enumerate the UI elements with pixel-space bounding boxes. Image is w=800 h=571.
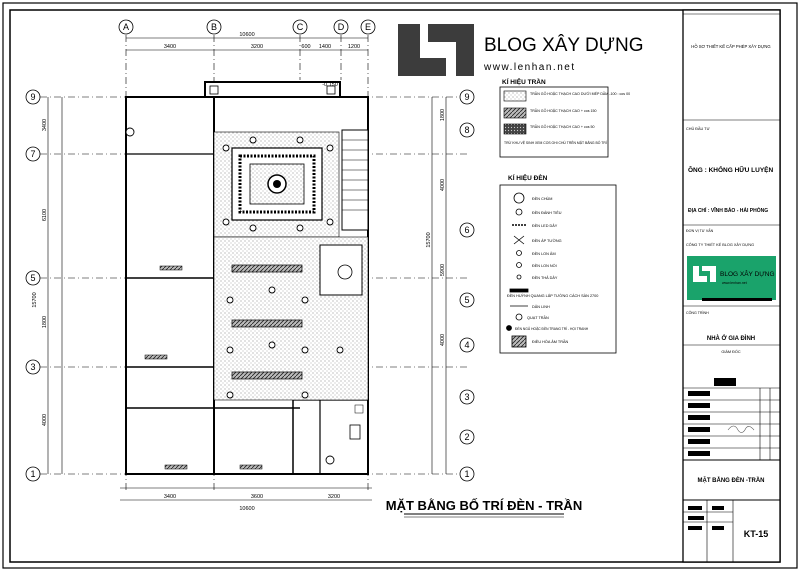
logo-mark-icon [693, 266, 716, 282]
project-label: CÔNG TRÌNH [686, 310, 709, 315]
grid-label-row: 1 [464, 469, 469, 479]
light-legend-item: ĐÈN CHÙM [532, 196, 552, 201]
recessed-light-icon [516, 250, 522, 256]
consultant-logo: BLOG XÂY DỰNG www.lenhan.net [687, 256, 776, 300]
dimension-total-bottom: 10600 [239, 506, 254, 512]
light-legend-item: ĐÈN ÁP TƯỜNG [532, 238, 562, 243]
pendant-light-icon [516, 274, 522, 280]
dimension-top: 600 [301, 44, 310, 50]
dimension-bottom: 3600 [251, 494, 263, 500]
light-legend-title: KÍ HIỆU ĐÈN [508, 173, 548, 182]
grid-label-row: 8 [464, 125, 469, 135]
ceiling-legend-item: TRẦN GỖ HOẶC THẠCH CAO DƯỚI MÉP DẦM -100… [530, 91, 630, 96]
spotlight-icon [515, 208, 523, 216]
owner-address: ĐỊA CHỈ : VĨNH BẢO - HẢI PHÒNG [688, 206, 768, 214]
dimension-top: 3200 [251, 44, 263, 50]
surface-light-icon [516, 262, 522, 268]
air-conditioner-icon [511, 335, 527, 348]
dimension-total-left: 15700 [32, 292, 38, 307]
consultant-logo-url: www.lenhan.net [722, 281, 747, 285]
grid-label-col: E [365, 22, 371, 32]
dimension-right: 1800 [440, 109, 446, 121]
grid-label-row: 2 [464, 432, 469, 442]
dimension-bottom: 3400 [164, 494, 176, 500]
dimension-total-right: 15700 [426, 232, 432, 247]
grid-label-col: C [297, 22, 304, 32]
grid-label-row: 6 [464, 225, 469, 235]
light-legend-item: DÂN LINH [532, 304, 550, 309]
ceiling-legend: KÍ HIỆU TRẦN TRẦN GỖ HOẶC THẠCH CAO DƯỚI… [499, 76, 630, 158]
light-legend-item: QUẠT TRẦN [527, 316, 549, 320]
ceiling-legend-note: TRỪ KHU VỆ SINH XEM COS GHI CHÚ TRÊN MẶT… [504, 140, 607, 145]
drawing-title: MẶT BẰNG ĐÈN -TRẦN [698, 476, 765, 484]
dimension-right: 4000 [440, 334, 446, 346]
grid-label-col: D [338, 22, 345, 32]
grid-label-col: B [211, 22, 217, 32]
dimension-left: 1800 [42, 316, 48, 328]
title-block: HỒ SƠ THIẾT KẾ CẤP PHÉP XÂY DỰNG CHỦ ĐẦU… [682, 9, 781, 563]
grid-label-row: 9 [30, 92, 35, 102]
owner-name: ÔNG : KHỔNG HỮU LUYỆN [688, 165, 774, 174]
dimension-left: 3400 [42, 119, 48, 131]
grid-label-col: A [123, 22, 129, 32]
grid-label-row: 4 [464, 340, 469, 350]
chandelier-icon [513, 192, 525, 204]
grid-label-row: 5 [30, 273, 35, 283]
title-block-header: HỒ SƠ THIẾT KẾ CẤP PHÉP XÂY DỰNG [691, 44, 770, 49]
ceiling-fan-icon [515, 313, 523, 321]
ceiling-legend-title: KÍ HIỆU TRẦN [502, 76, 546, 86]
grid-label-row: 3 [464, 392, 469, 402]
consultant-logo-title: BLOG XÂY DỰNG [720, 269, 775, 278]
light-legend-item: ĐIỀU HÒA ÂM TRẦN [532, 339, 568, 344]
dimension-total-top: 10600 [239, 32, 254, 38]
dimension-top: 3400 [164, 44, 176, 50]
grid-label-row: 3 [30, 362, 35, 372]
light-legend-item: ĐÈN LED DÂY [532, 223, 558, 228]
consultant-label: ĐƠN VỊ TƯ VẤN [686, 229, 714, 233]
director-label: GIÁM ĐỐC [721, 349, 740, 354]
light-legend-item: ĐÈN LON NỔI [532, 263, 557, 268]
fluorescent-light-icon [509, 288, 529, 293]
floor-plan: A B C D E 9 7 5 3 1 9 8 [25, 19, 582, 518]
owner-label: CHỦ ĐẦU TƯ [686, 126, 711, 131]
grid-label-row: 5 [464, 295, 469, 305]
grid-label-row: 7 [30, 149, 35, 159]
sheet-number: KT-15 [744, 529, 769, 539]
level-note: -0.150 [322, 82, 338, 88]
ceiling-legend-item: TRẦN GỖ HOẶC THẠCH CAO + cos 50 [530, 124, 595, 129]
dimension-left: 4000 [42, 414, 48, 426]
light-legend: KÍ HIỆU ĐÈN ĐÈN CHÙM ĐÈN ĐÁNH TIÊU ĐÈN L… [499, 173, 617, 354]
logo-title: BLOG XÂY DỰNG [484, 34, 643, 56]
night-light-icon [506, 325, 512, 331]
light-legend-item: ĐÈN THẢ DÂY [532, 275, 558, 280]
dimension-right: 4000 [440, 179, 446, 191]
wall-lamp-icon [513, 235, 525, 245]
light-legend-item: ĐÈN LON ÂM [532, 251, 556, 256]
logo-url: www.lenhan.net [483, 62, 576, 73]
dimension-bottom: 3200 [328, 494, 340, 500]
signature-mark [727, 425, 755, 433]
grid-label-row: 9 [464, 92, 469, 102]
dimension-left: 6100 [42, 209, 48, 221]
dimension-top: 1400 [319, 44, 331, 50]
ceiling-legend-item: TRẦN GỖ HOẶC THẠCH CAO + cos 150 [530, 108, 597, 113]
project-name: NHÀ Ở GIA ĐÌNH [707, 334, 755, 342]
dimension-top: 1200 [348, 44, 360, 50]
grid-label-row: 1 [30, 469, 35, 479]
plan-title: MẶT BẰNG BỐ TRÍ ĐÈN - TRẦN [386, 498, 582, 513]
light-legend-item: ĐÈN NGỦ HOẶC ĐÈN TRANG TRÍ - HỌI TRANH [515, 326, 589, 331]
blog-logo: BLOG XÂY DỰNG www.lenhan.net [398, 24, 643, 76]
dimension-right: 5900 [440, 264, 446, 276]
light-legend-item: ĐÈN HUỲNH QUANG LẮP TƯỜNG CÁCH SÀN 2700 [507, 293, 598, 298]
light-legend-item: ĐÈN ĐÁNH TIÊU [532, 210, 562, 215]
logo-mark-icon [398, 24, 474, 76]
consultant-name: CÔNG TY THIẾT KẾ BLOG XÂY DỰNG [686, 242, 754, 247]
